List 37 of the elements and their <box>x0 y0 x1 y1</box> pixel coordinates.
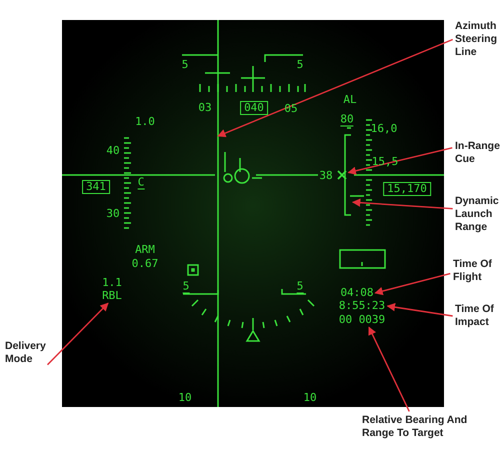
callout-label: Azimuth Steering Line <box>455 20 500 59</box>
speed-mode-label: C <box>138 176 144 190</box>
pitch-scale-number: 5 <box>182 59 188 71</box>
speed-scale-number: 40 <box>106 145 120 157</box>
leader-line <box>352 198 453 210</box>
time-of-flight-readout: 04:08 <box>340 287 374 299</box>
time-of-impact-readout: 8:55:23 <box>338 300 386 312</box>
airspeed-readout: 341 <box>82 180 110 194</box>
pitch-scale-number: 5 <box>296 280 304 294</box>
in-range-cue-mark <box>337 170 347 180</box>
azimuth-steering-line <box>217 20 219 407</box>
callout-label: Dynamic Launch Range <box>455 195 500 234</box>
mach-readout: 1.0 <box>135 116 155 128</box>
altitude-scale-number: 16,0 <box>370 123 398 135</box>
altitude-readout: 15,170 <box>383 182 431 196</box>
callout-label: Relative Bearing And Range To Target <box>362 414 497 440</box>
range-readout: 38 <box>319 170 333 182</box>
callout-label: Time Of Impact <box>455 303 500 329</box>
pitch-scale-number: 5 <box>182 280 190 294</box>
altitude-mode-label: AL <box>343 94 357 106</box>
altitude-scale-number: 80 <box>340 114 354 126</box>
weapon-readout: 0.67 <box>132 258 158 270</box>
callout-label: Delivery Mode <box>5 340 55 366</box>
bearing-range-readout: 00 0039 <box>338 314 386 326</box>
delivery-mode-readout: RBL <box>102 290 122 302</box>
heading-scale-number: 03 <box>198 102 212 114</box>
launch-range-bracket <box>344 134 351 216</box>
pitch-scale-number: 5 <box>296 59 304 71</box>
heading-readout: 040 <box>240 101 268 115</box>
weapon-label: ARM <box>135 244 155 256</box>
pitch-scale-number: 10 <box>178 392 192 404</box>
callout-label: Time Of Flight <box>453 258 499 284</box>
delivery-mode-number: 1.1 <box>102 277 122 289</box>
leader-line <box>47 302 109 366</box>
callout-label: In-Range Cue <box>455 140 500 166</box>
pitch-scale-number: 10 <box>303 392 317 404</box>
speed-scale-number: 30 <box>106 208 120 220</box>
